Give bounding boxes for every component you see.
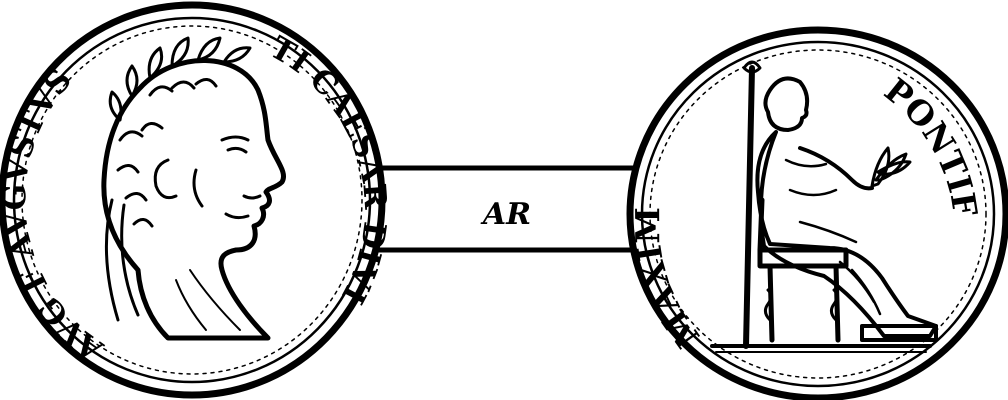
metal-mark: AR — [480, 197, 531, 232]
connector-band: AR — [365, 165, 653, 253]
seated-figure — [742, 60, 938, 349]
reverse-coin: MAXIM PONTIF — [626, 26, 1008, 400]
laureate-head-portrait — [101, 36, 286, 341]
obverse-coin: AVG F AVGVSTVS TI CAESAR DIVI — [0, 1, 393, 399]
